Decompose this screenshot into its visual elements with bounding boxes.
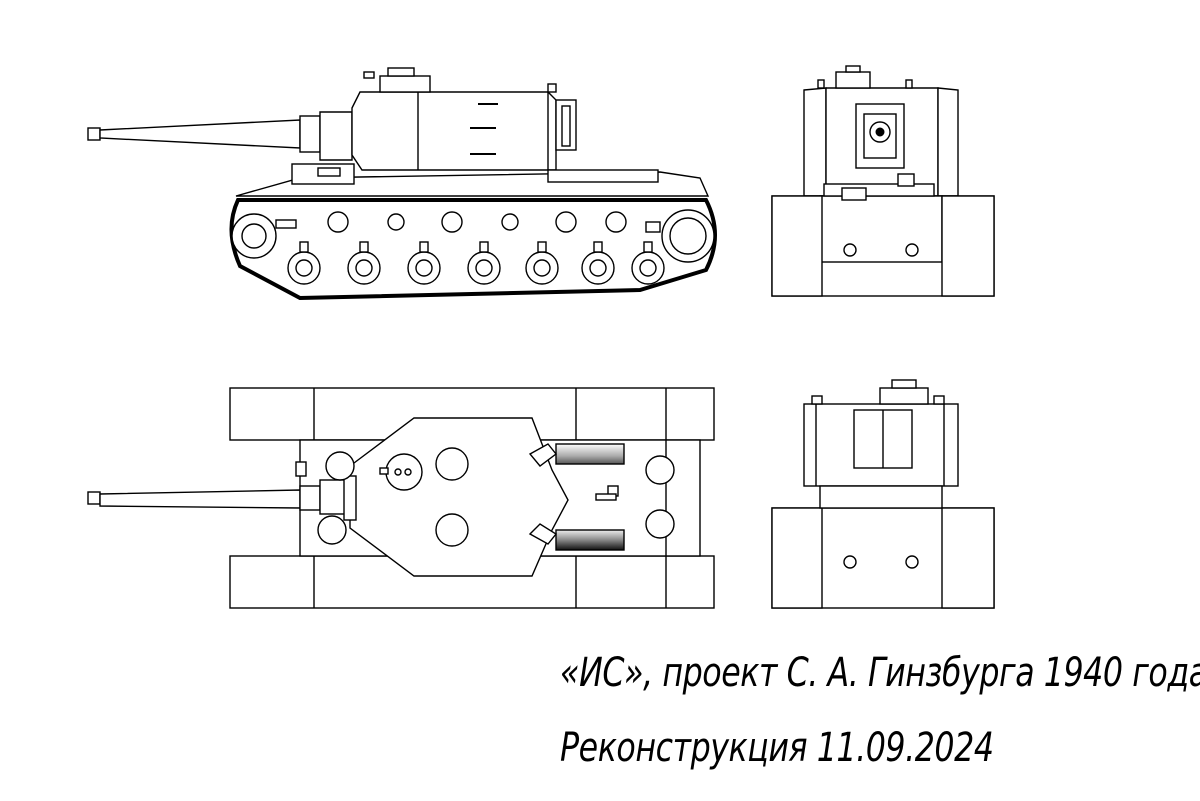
front-view (771, 65, 995, 297)
suspension-arms (299, 241, 653, 253)
rear-view (771, 379, 995, 609)
title-caption: «ИС», проект С. А. Гинзбурга 1940 года (560, 650, 1200, 696)
date-caption: Реконструкция 11.09.2024 (560, 725, 994, 771)
top-view (87, 387, 715, 609)
side-view (87, 67, 717, 301)
